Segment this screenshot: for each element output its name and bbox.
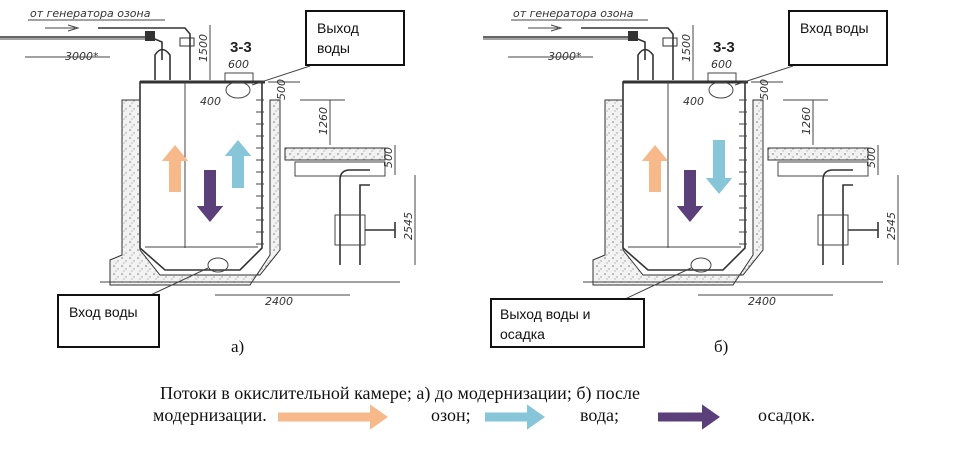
sediment-flow-arrow bbox=[196, 170, 224, 222]
callout-leader bbox=[734, 65, 794, 86]
sediment-flow-arrow bbox=[676, 170, 704, 222]
gas-pipe bbox=[0, 27, 191, 80]
hatch-cover bbox=[224, 72, 254, 82]
gas-pipe bbox=[483, 27, 674, 80]
inlet-pipe bbox=[207, 257, 229, 273]
legend-sediment-arrow bbox=[658, 404, 720, 430]
dim-400: 400 bbox=[683, 95, 704, 108]
callout-leader bbox=[251, 65, 311, 86]
valve-icon bbox=[145, 31, 155, 41]
dim-2545: 2545 bbox=[885, 212, 898, 240]
dim-1500: 1500 bbox=[680, 34, 693, 62]
beam bbox=[777, 161, 869, 177]
water-flow-arrow bbox=[705, 140, 733, 194]
section-label: 3-3 bbox=[230, 39, 252, 56]
caption-line-2-start: модернизации. bbox=[153, 405, 267, 425]
legend-water-arrow bbox=[485, 404, 545, 430]
gallery-slab bbox=[284, 147, 386, 161]
valve-icon bbox=[628, 31, 638, 41]
dim-600: 600 bbox=[711, 58, 732, 71]
ozone-flow-arrow bbox=[161, 145, 189, 192]
dim-500-right: 500 bbox=[865, 147, 878, 168]
hatch-cover bbox=[707, 72, 737, 82]
dim-500-top: 500 bbox=[275, 79, 288, 100]
ozone-column bbox=[154, 48, 171, 80]
concrete-foundation bbox=[592, 99, 764, 286]
flowmeter-icon bbox=[662, 37, 678, 47]
gas-inlet-label: от генератора озона bbox=[30, 7, 151, 20]
gallery-slab bbox=[767, 147, 869, 161]
callout-top-a: Выход воды bbox=[305, 10, 405, 66]
dim-600: 600 bbox=[228, 58, 249, 71]
ozone-flow-arrow bbox=[641, 145, 669, 192]
section-label: 3-3 bbox=[713, 39, 735, 56]
caption-line-1: Потоки в окислительной камере; а) до мод… bbox=[160, 383, 641, 403]
outlet-pipe bbox=[708, 81, 734, 99]
legend-water-label: вода; bbox=[580, 405, 620, 425]
water-flow-arrow bbox=[224, 140, 252, 188]
gas-flow-arrow-icon bbox=[45, 24, 80, 32]
dim-2545: 2545 bbox=[402, 212, 415, 240]
outlet-pipe bbox=[225, 81, 251, 99]
concrete-foundation bbox=[109, 99, 281, 286]
dim-500-right: 500 bbox=[382, 147, 395, 168]
drain-pipe bbox=[339, 169, 370, 265]
dim-2400: 2400 bbox=[748, 295, 776, 308]
panel-label-b: б) bbox=[714, 337, 729, 356]
legend-ozone-arrow bbox=[278, 404, 388, 430]
dim-400: 400 bbox=[200, 95, 221, 108]
beam bbox=[294, 161, 386, 177]
callout-bottom-a: Вход воды bbox=[57, 294, 160, 348]
drain-pipe bbox=[822, 169, 853, 265]
callout-top-b: Вход воды bbox=[788, 10, 888, 66]
dim-500-top: 500 bbox=[758, 79, 771, 100]
dim-1500: 1500 bbox=[197, 34, 210, 62]
gas-flow-arrow-icon bbox=[528, 24, 563, 32]
dim-1260: 1260 bbox=[800, 107, 813, 135]
inlet-pipe bbox=[690, 257, 712, 273]
flowmeter-icon bbox=[179, 37, 195, 47]
callout-leader bbox=[622, 267, 692, 301]
ozone-column bbox=[637, 48, 654, 80]
legend-ozone-label: озон; bbox=[431, 405, 471, 425]
legend-sediment-label: осадок. bbox=[758, 405, 816, 425]
callout-bottom-b: Выход воды и осадка bbox=[490, 298, 645, 348]
dim-2400: 2400 bbox=[265, 295, 293, 308]
panel-label-a: а) bbox=[231, 337, 245, 356]
gas-inlet-label: от генератора озона bbox=[513, 7, 634, 20]
dim-1260: 1260 bbox=[317, 107, 330, 135]
